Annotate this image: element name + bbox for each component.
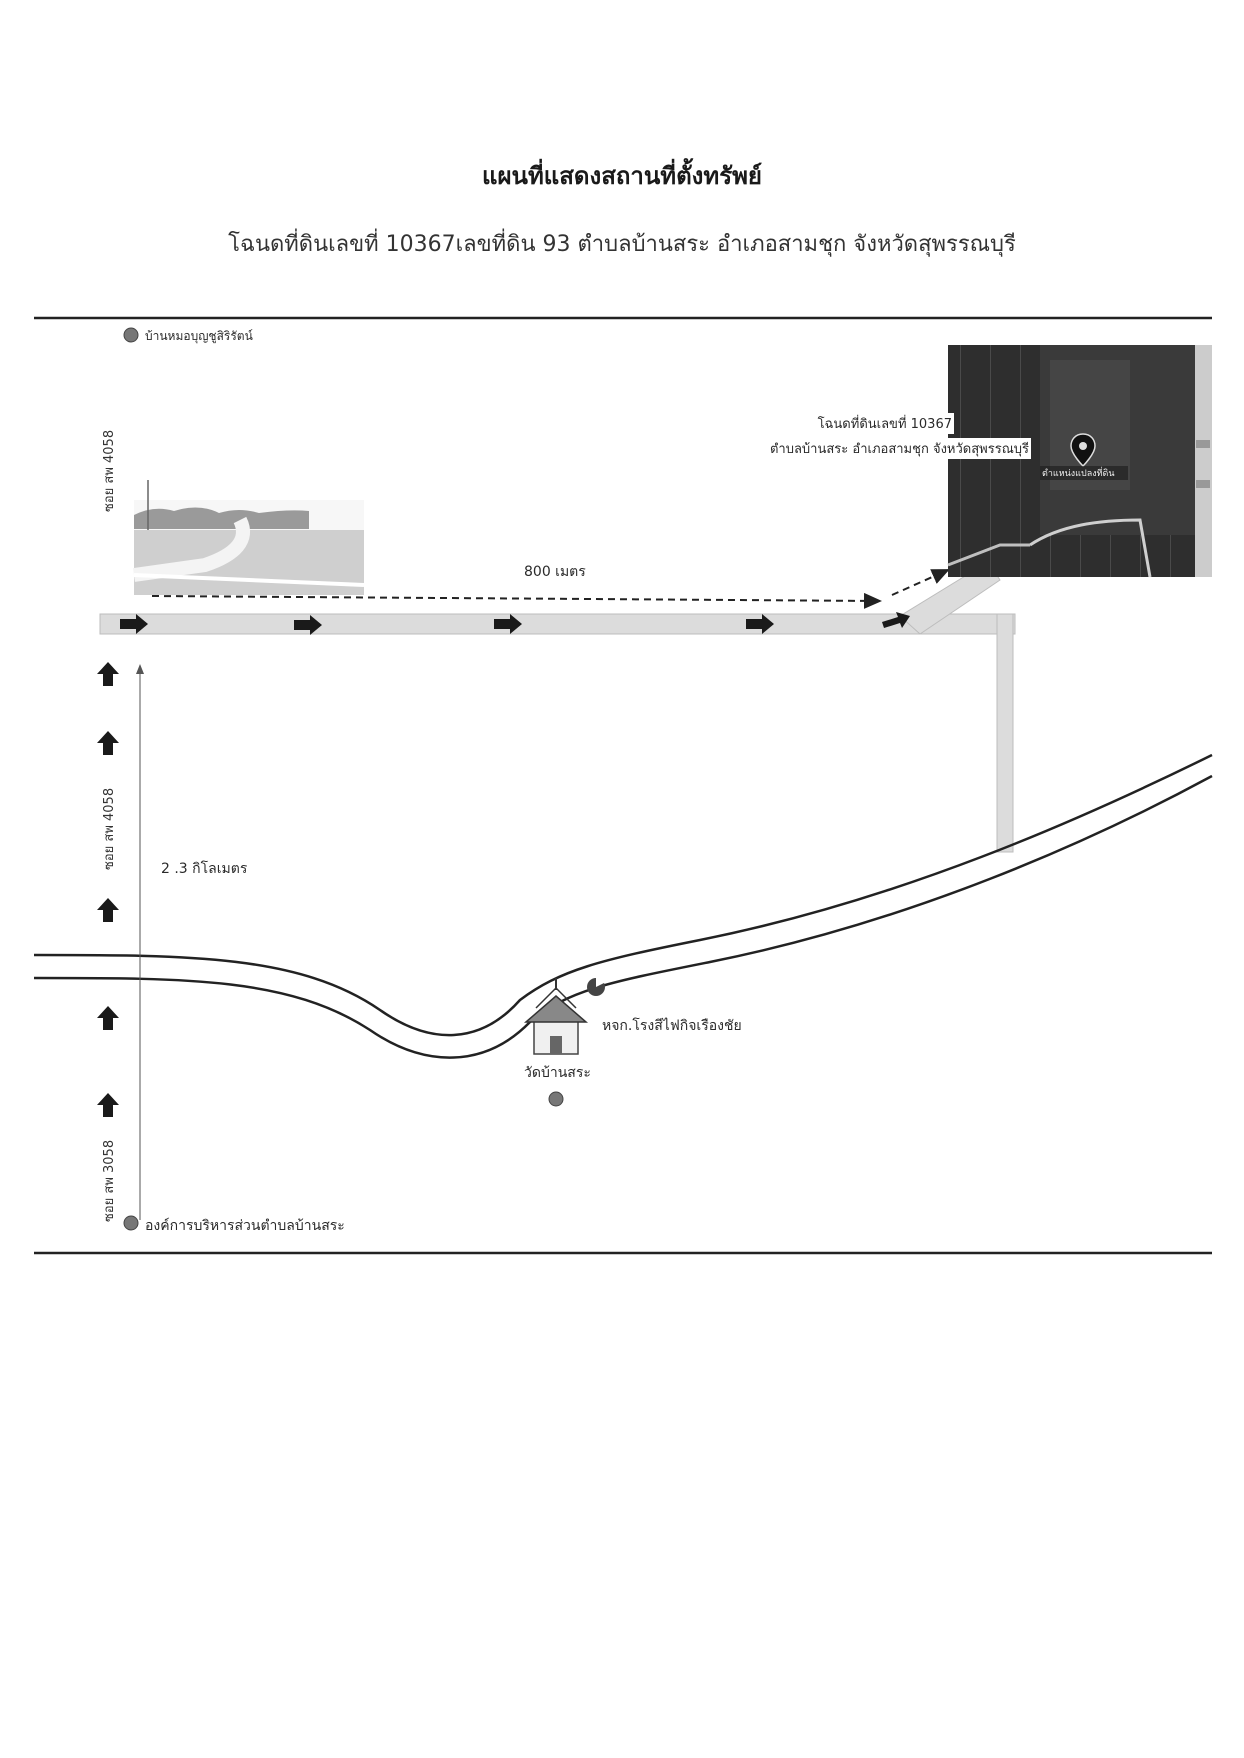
direction-arrow-up — [97, 731, 119, 755]
aerial-deed-label: โฉนดที่ดินเลขที่ 10367 — [815, 413, 954, 434]
distance-label-vertical: 2 .3 กิโลเมตร — [161, 861, 248, 877]
direction-arrow-up — [97, 1006, 119, 1030]
landmark-marker-icon — [123, 327, 139, 343]
soi-road-vertical — [996, 613, 1014, 853]
landmark-label-top: บ้านหมอบุญชูสิริรัตน์ — [145, 329, 253, 343]
direction-arrow-right — [294, 615, 322, 635]
landmark-marker-icon — [548, 1091, 564, 1107]
distance-label-horizontal: 800 เมตร — [524, 564, 586, 580]
vertical-route-arrowhead — [136, 664, 144, 674]
landmark-label-bottom: องค์การบริหารส่วนตำบลบ้านสระ — [145, 1218, 345, 1234]
direction-arrow-up — [97, 662, 119, 686]
direction-arrows-vertical — [97, 662, 119, 1117]
gas-station-label: หจก.โรงสีไฟกิจเรืองชัย — [602, 1018, 742, 1034]
page-subtitle: โฉนดที่ดินเลขที่ 10367เลขที่ดิน 93 ตำบลบ… — [228, 232, 1016, 257]
entry-road-diagonal — [899, 561, 1001, 635]
aerial-photo — [947, 345, 1212, 578]
aerial-pin-label: ตำแหน่งแปลงที่ดิน — [1042, 469, 1115, 479]
dashed-route-diagonal — [891, 569, 950, 596]
direction-arrow-up — [97, 898, 119, 922]
aerial-location-label: ตำบลบ้านสระ อำเภอสามชุก จังหวัดสุพรรณบุร… — [767, 438, 1031, 459]
main-highway-upper — [33, 753, 1213, 1037]
road-label-soi-middle: ซอย สพ 4058 — [102, 787, 117, 870]
street-photo — [133, 480, 365, 595]
direction-arrow-right — [746, 614, 774, 634]
gas-station-icon — [587, 975, 606, 996]
direction-arrow-up — [97, 1093, 119, 1117]
temple-label: วัดบ้านสระ — [524, 1065, 591, 1081]
direction-arrow-right — [494, 614, 522, 634]
soi-road-horizontal — [99, 613, 1016, 635]
road-label-soi-lower: ซอย สพ 3058 — [102, 1139, 117, 1222]
dashed-route-horizontal — [151, 592, 882, 609]
temple-icon — [523, 978, 589, 1055]
landmark-marker-icon — [123, 1215, 139, 1231]
direction-arrows-horizontal — [120, 612, 910, 635]
direction-arrow-diagonal — [882, 612, 910, 628]
road-label-soi-upper: ซอย สพ 4058 — [102, 429, 117, 512]
direction-arrow-right — [120, 614, 148, 634]
page-title: แผนที่แสดงสถานที่ตั้งทรัพย์ — [482, 162, 762, 190]
